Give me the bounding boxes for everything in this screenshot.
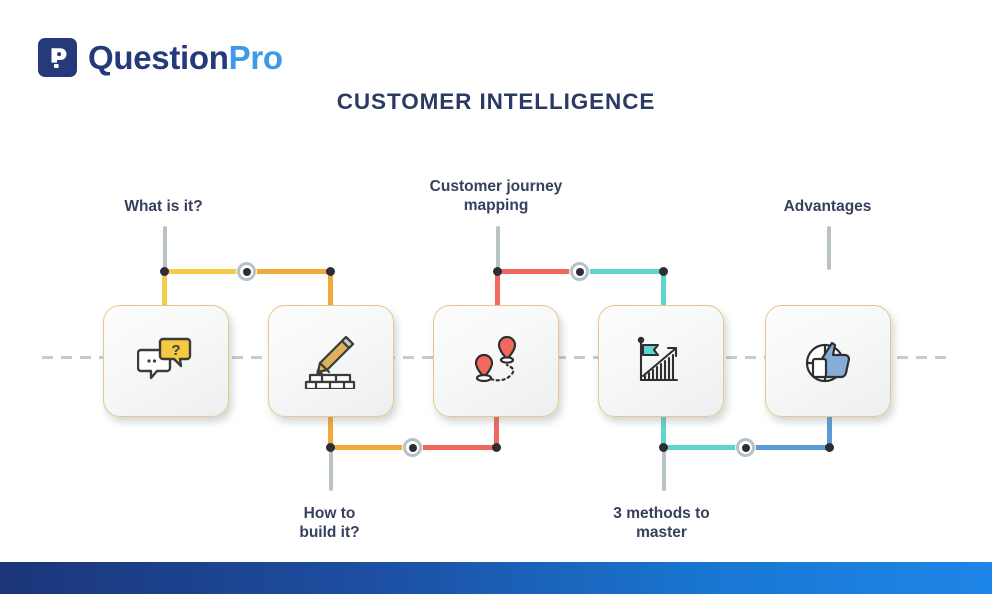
step-label-how-to-build-it: How to build it? (299, 505, 360, 542)
junction-node-icon (237, 262, 256, 281)
step-card-how-to-build-it[interactable] (268, 305, 394, 417)
connector-1-drop-left (162, 269, 167, 314)
chat-question-bubble-icon: ? (135, 330, 197, 392)
connector-4-dot-right (825, 443, 834, 452)
thumbs-up-pie-icon (797, 330, 859, 392)
footer-gradient-bar (0, 562, 992, 594)
pencil-bricks-icon (300, 330, 362, 392)
logo-word-question: Question (88, 39, 229, 76)
step-card-advantages[interactable] (765, 305, 891, 417)
questionpro-logo: QuestionPro (38, 38, 283, 77)
connector-2-left-segment (328, 445, 415, 450)
connector-4-left-segment (661, 445, 748, 450)
connector-2-dot-left (326, 443, 335, 452)
svg-text:?: ? (171, 342, 180, 359)
connector-1-drop-right (328, 269, 333, 314)
connector-1-dot-right (326, 267, 335, 276)
step-card-customer-journey-mapping[interactable] (433, 305, 559, 417)
logo-word-pro: Pro (228, 39, 283, 76)
step-label-3-methods-to-master: 3 methods to master (613, 505, 710, 542)
step-card-3-methods-to-master[interactable] (598, 305, 724, 417)
connector-4-dot-left (659, 443, 668, 452)
step-label-customer-journey-mapping: Customer journey mapping (429, 178, 563, 215)
connector-1-left-segment (162, 269, 249, 274)
connector-2-rise-left (328, 404, 333, 449)
step-label-advantages: Advantages (783, 198, 872, 215)
connector-2-label-stem (329, 447, 333, 491)
step-card-what-is-it[interactable]: ? (103, 305, 229, 417)
page-title: CUSTOMER INTELLIGENCE (336, 89, 656, 114)
connector-3-left-segment (495, 269, 582, 274)
connector-1-right-segment (245, 269, 331, 274)
connector-3-right-segment (578, 269, 664, 274)
connector-3-drop-right (661, 269, 666, 314)
junction-node-icon (736, 438, 755, 457)
junction-node-icon (570, 262, 589, 281)
connector-4-label-stem (662, 447, 666, 491)
connector-3-dot-left (493, 267, 502, 276)
step-label-what-is-it: What is it? (124, 198, 203, 215)
connector-3-dot-right (659, 267, 668, 276)
connector-2-right-segment (411, 445, 497, 450)
connector-3-label-stem (496, 226, 500, 270)
flag-growth-chart-icon (630, 330, 692, 392)
connector-1-label-stem (163, 226, 167, 270)
connector-4-rise-right (827, 404, 832, 449)
junction-node-icon (403, 438, 422, 457)
connector-2-rise-right (494, 404, 499, 449)
advantages-label-stem (827, 226, 831, 270)
connector-3-drop-left (495, 269, 500, 314)
connector-1-dot-left (160, 267, 169, 276)
map-pins-route-icon (465, 330, 527, 392)
logo-wordmark: QuestionPro (88, 41, 283, 74)
connector-4-rise-left (661, 404, 666, 449)
connector-2-dot-right (492, 443, 501, 452)
connector-4-right-segment (744, 445, 830, 450)
questionpro-p-question-icon (38, 38, 77, 77)
